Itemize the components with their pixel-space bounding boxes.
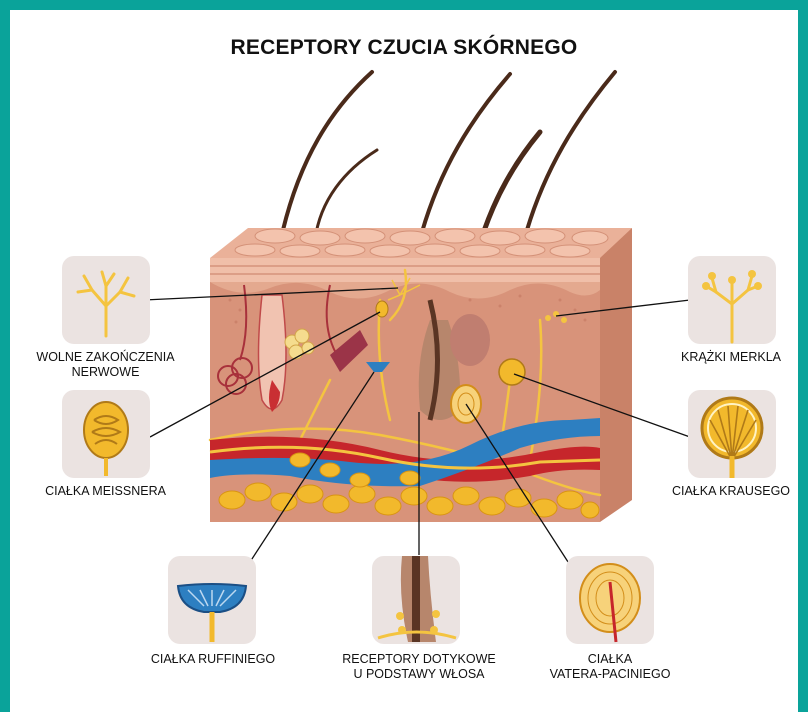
label-pacini: CIAŁKA VATERA-PACINIEGO [535,652,685,682]
label-free-nerve-endings-line2: NERWOWE [28,365,183,380]
label-free-nerve-endings: WOLNE ZAKOŃCZENIA NERWOWE [28,350,183,380]
label-ruffini: CIAŁKA RUFFINIEGO [133,652,293,667]
label-pacini-line2: VATERA-PACINIEGO [535,667,685,682]
label-free-nerve-endings-line1: WOLNE ZAKOŃCZENIA [28,350,183,365]
label-hair-receptors-line1: RECEPTORY DOTYKOWE [326,652,512,667]
thumb-free-nerve-endings [62,256,150,344]
krause-bulb-in-skin [499,359,525,385]
thumb-meissner [62,390,150,478]
meissner-corpuscle-in-skin [376,301,388,317]
label-hair-receptors: RECEPTORY DOTYKOWE U PODSTAWY WŁOSA [326,652,512,682]
skin-block-side [600,228,632,522]
label-meissner: CIAŁKA MEISSNERA [28,484,183,499]
label-merkel: KRĄŻKI MERKLA [660,350,802,365]
thumb-ruffini [168,556,256,644]
thumb-krause [688,390,776,478]
label-pacini-line1: CIAŁKA [535,652,685,667]
label-krause: CIAŁKA KRAUSEGO [660,484,802,499]
label-hair-receptors-line2: U PODSTAWY WŁOSA [326,667,512,682]
thumb-merkel [688,256,776,344]
thumb-hair-receptors [372,556,460,644]
thumb-pacini [566,556,654,644]
